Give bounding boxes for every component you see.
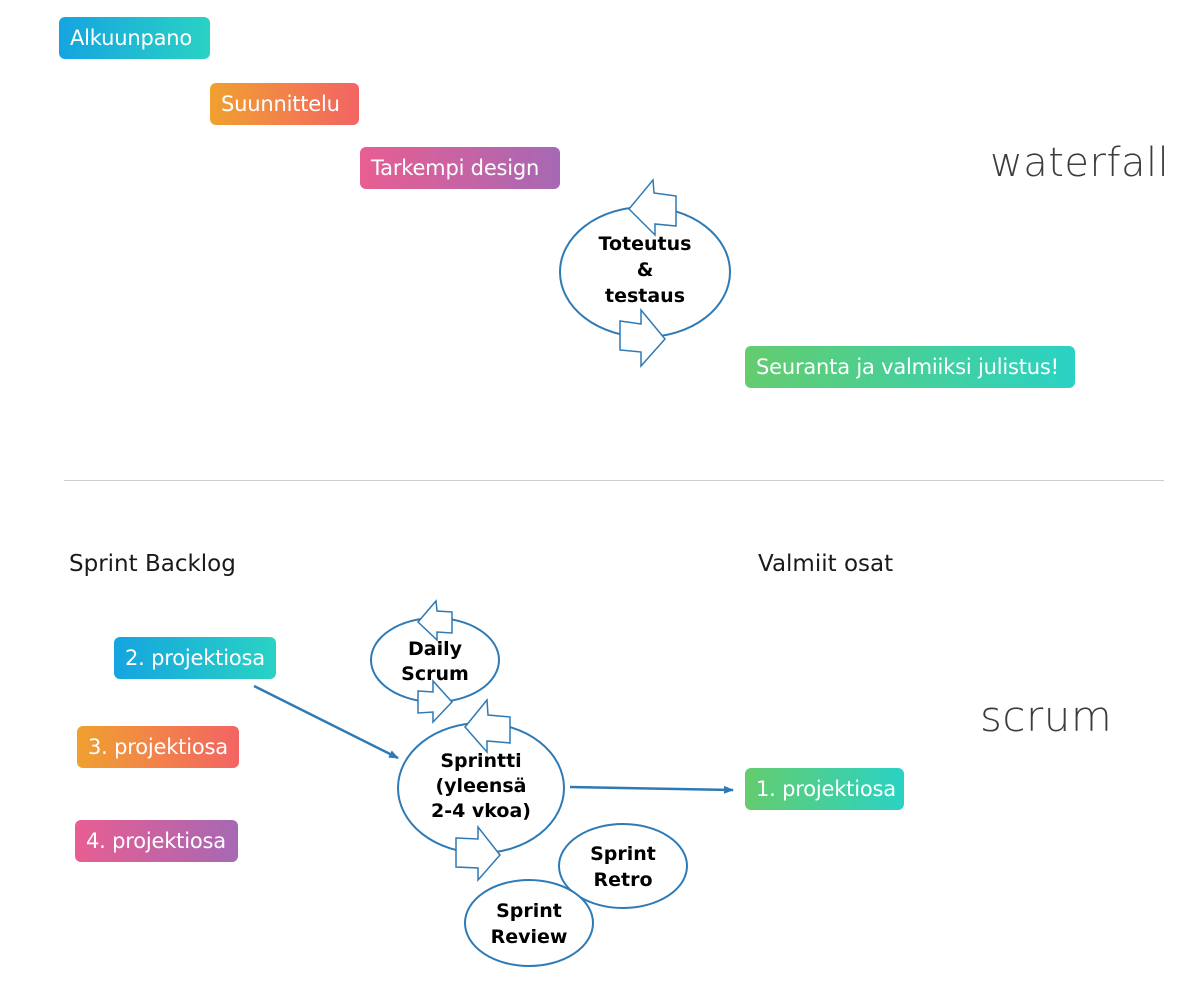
review-line-1: Sprint — [496, 900, 562, 922]
scrum-label: scrum — [980, 692, 1113, 741]
sprint-review-ellipse — [464, 879, 594, 967]
sprint-line-1: Sprintti — [440, 750, 521, 772]
toteutus-line-2: & — [637, 259, 654, 281]
cycle-arrow-bottom — [619, 307, 666, 368]
toteutus-line-3: testaus — [605, 285, 685, 307]
retro-line-2: Retro — [593, 869, 652, 891]
sprint-line-2: (yleensä — [435, 775, 526, 797]
sprint-line-3: 2-4 vkoa) — [431, 800, 531, 822]
sprint-review-event: Sprint Review — [464, 879, 594, 967]
sprint-retro-event: Sprint Retro — [558, 823, 688, 909]
backlog-item-2: 2. projektiosa — [114, 637, 276, 679]
daily-arrow-top — [416, 599, 453, 642]
sprint-arrow-bottom — [455, 824, 501, 882]
toteutus-line-1: Toteutus — [599, 233, 692, 255]
retro-line-1: Sprint — [590, 843, 656, 865]
waterfall-step-alkuunpano: Alkuunpano — [59, 17, 210, 59]
daily-line-1: Daily — [408, 638, 463, 660]
waterfall-step-seuranta: Seuranta ja valmiiksi julistus! — [745, 346, 1075, 388]
backlog-item-3: 3. projektiosa — [77, 726, 239, 768]
section-divider — [64, 480, 1164, 481]
done-parts-title: Valmiit osat — [758, 551, 894, 577]
sprint-backlog-title: Sprint Backlog — [69, 551, 236, 577]
sprint-arrow-top — [464, 698, 511, 754]
waterfall-label: waterfall — [990, 140, 1170, 186]
daily-arrow-bottom — [417, 679, 454, 724]
waterfall-step-suunnittelu: Suunnittelu — [210, 83, 359, 125]
waterfall-step-tarkempi-design: Tarkempi design — [360, 147, 560, 189]
daily-scrum-event: Daily Scrum — [370, 599, 500, 724]
review-line-2: Review — [491, 926, 568, 948]
sprint-retro-ellipse — [558, 823, 688, 909]
sprint-to-done-arrow — [569, 785, 734, 794]
cycle-arrow-top — [627, 178, 677, 237]
daily-line-2: Scrum — [401, 663, 469, 685]
done-item-1: 1. projektiosa — [745, 768, 904, 810]
sprint-event: Sprintti (yleensä 2-4 vkoa) — [397, 698, 565, 882]
waterfall-cycle: Toteutus & testaus — [559, 178, 731, 368]
backlog-to-sprint-arrow — [253, 684, 399, 760]
backlog-item-4: 4. projektiosa — [75, 820, 238, 862]
